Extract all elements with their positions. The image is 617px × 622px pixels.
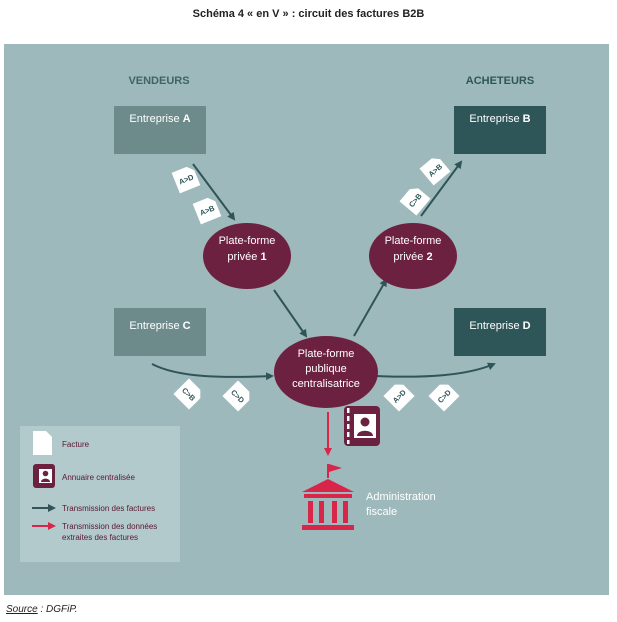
legend-document-icon [33,431,52,455]
ppc-line1: Plate-forme [298,348,355,360]
company-d-box: Entreprise D [454,308,546,356]
admin-label-line1: Administration [366,491,436,503]
invoice-c-b-2: C>B [173,378,201,410]
company-c-letter: C [183,320,191,332]
legend-donnees-line2: extraites des factures [62,533,138,542]
legend-annuaire: Annuaire centralisée [62,473,135,482]
platform-publique-centralisatrice: Plate-forme publique centralisatrice [274,336,378,408]
pp1-line2: privée [227,251,260,263]
company-a-letter: A [183,113,191,125]
diagram-title: Schéma 4 « en V » : circuit des factures… [192,8,425,20]
company-b-box: Entreprise B [454,106,546,154]
arrow-ppc-to-pp2 [353,278,387,337]
svg-text:Entreprise A: Entreprise A [129,113,190,125]
company-d-letter: D [523,320,531,332]
invoice-c-d-1: C>D [222,380,250,412]
company-a-box: Entreprise A [114,106,206,154]
sellers-header: VENDEURS [128,75,189,87]
svg-text:Entreprise D: Entreprise D [469,320,530,332]
pp2-num: 2 [426,251,432,263]
invoice-a-b-2: A>B [419,158,451,186]
legend-facture: Facture [62,440,90,449]
arrow-ppc-to-d [375,362,496,378]
invoice-c-b-1: C>B [399,188,431,216]
legend: Facture Annuaire centralisée Transmissio… [20,426,180,562]
pp2-line1: Plate-forme [385,235,442,247]
invoice-a-d-2: A>D [383,384,415,412]
svg-text:Entreprise B: Entreprise B [469,113,530,125]
svg-text:privée 1: privée 1 [227,251,266,263]
legend-directory-icon [33,464,55,488]
invoice-a-d: A>D [171,166,201,194]
company-c-prefix: Entreprise [129,320,182,332]
arrow-pp2-to-b [420,160,463,217]
company-b-letter: B [523,113,531,125]
svg-text:privée 2: privée 2 [393,251,432,263]
arrow-a-to-pp1 [192,163,236,221]
invoice-a-b-1: A>B [192,197,222,225]
directory-icon [344,406,380,446]
invoice-c-d-2: C>D [428,384,460,412]
source-text: : DGFiP. [37,604,78,615]
arrow-pp1-to-ppc [273,289,308,338]
pp1-line1: Plate-forme [219,235,276,247]
pp1-num: 1 [260,251,266,263]
arrow-c-to-ppc [151,363,274,381]
platform-privee-2: Plate-forme privée 2 [369,223,457,289]
source-label: Source [6,604,38,615]
platform-privee-1: Plate-forme privée 1 [203,223,291,289]
diagram-panel: VENDEURS ACHETEURS Entreprise A Entrepri… [4,44,609,595]
company-b-prefix: Entreprise [469,113,522,125]
legend-donnees-line1: Transmission des données [62,522,157,531]
legend-transmission: Transmission des factures [62,504,155,513]
svg-text:Entreprise C: Entreprise C [129,320,190,332]
company-a-prefix: Entreprise [129,113,182,125]
buyers-header: ACHETEURS [466,75,534,87]
government-building-icon [302,464,354,530]
ppc-line3: centralisatrice [292,378,360,390]
company-d-prefix: Entreprise [469,320,522,332]
pp2-line2: privée [393,251,426,263]
admin-label-line2: fiscale [366,506,397,518]
source-note: Source : DGFiP. [6,604,78,615]
ppc-line2: publique [305,363,347,375]
company-c-box: Entreprise C [114,308,206,356]
